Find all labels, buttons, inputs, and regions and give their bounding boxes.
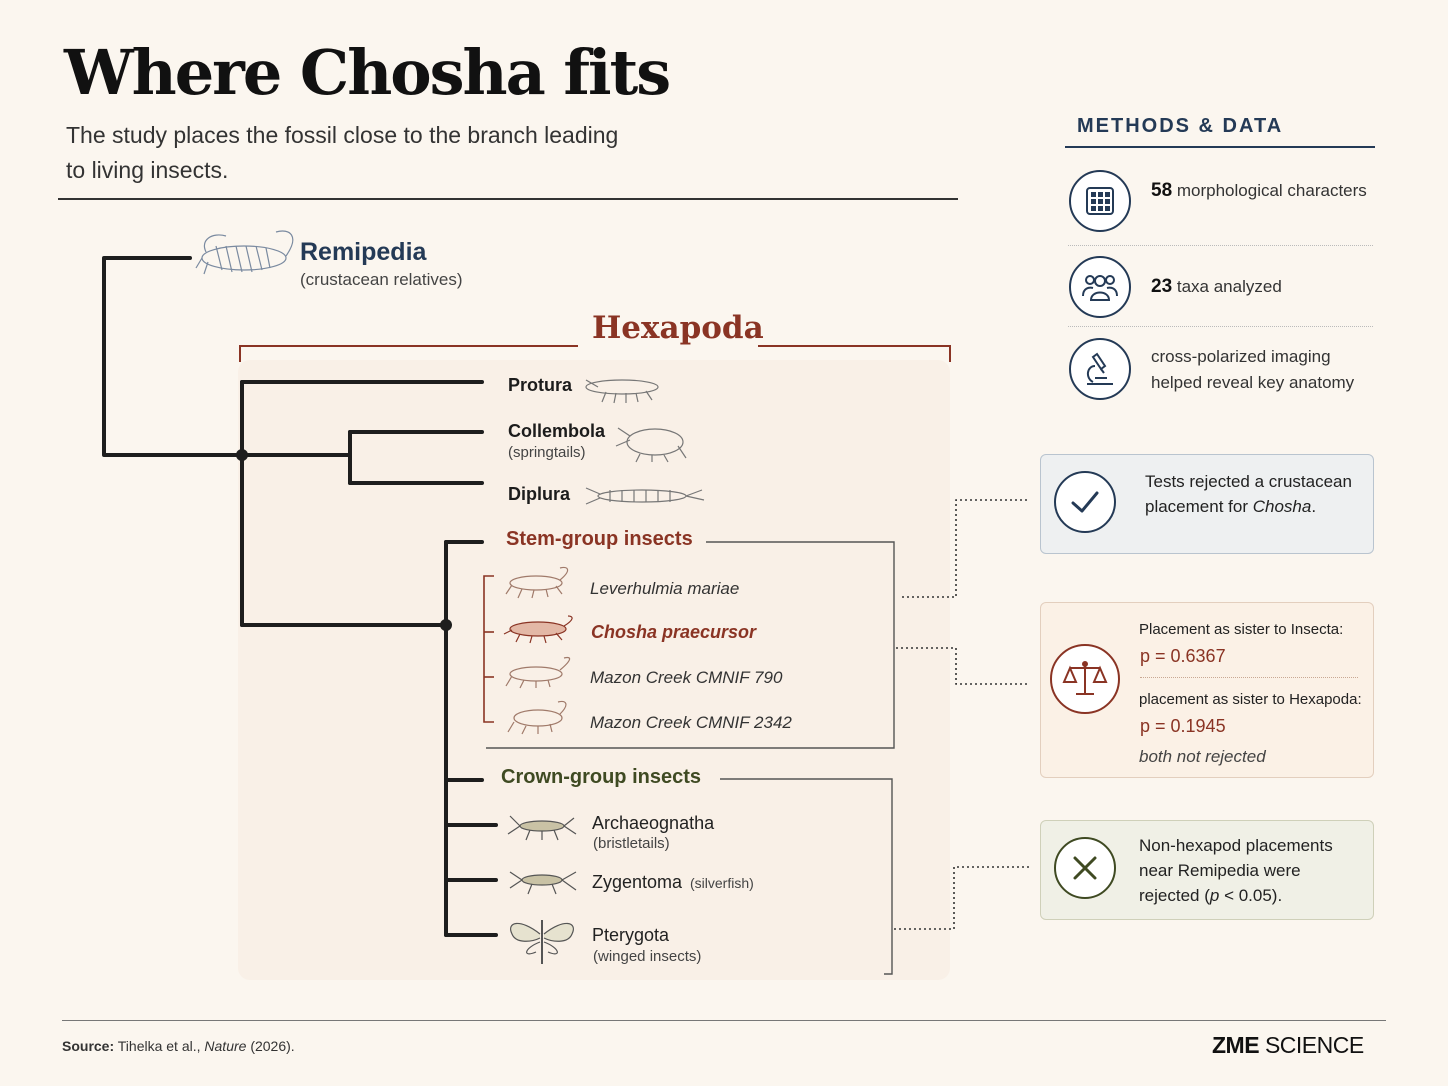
hexapoda-label: Hexapoda — [592, 310, 764, 346]
node-insecta — [440, 619, 452, 631]
result-nonhexapod-rejected: Non-hexapod placements near Remipedia we… — [1040, 820, 1374, 920]
nonhexapod-line1: Non-hexapod placements — [1139, 836, 1333, 855]
placement-separator — [1140, 677, 1358, 678]
methods-title: METHODS & DATA — [1077, 115, 1284, 137]
mazon-2342-illustration — [507, 700, 567, 735]
brand-bold: ZME — [1212, 1032, 1260, 1058]
taxon-collembola: Collembola — [508, 421, 606, 441]
microscope-icon — [1069, 338, 1131, 400]
source-citation: Source: Tihelka et al., Nature (2026). — [62, 1038, 295, 1054]
taxon-zygentoma-sublabel: (silverfish) — [690, 875, 754, 891]
page-title: Where Chosha fits — [64, 36, 671, 109]
nonhexapod-line3: rejected (p < 0.05). — [1139, 883, 1364, 908]
leverhulmia-illustration — [505, 566, 569, 599]
check-icon — [1054, 471, 1116, 533]
result-placement: Placement as sister to Insecta: p = 0.63… — [1040, 602, 1374, 778]
header-divider — [58, 198, 958, 200]
methods-separator — [1068, 245, 1373, 246]
taxon-collembola-sublabel: (springtails) — [508, 444, 586, 461]
scales-icon — [1050, 644, 1120, 714]
taxon-archaeognatha-sublabel: (bristletails) — [593, 835, 670, 852]
methods-item-taxa: 23 taxa analyzed — [1151, 274, 1282, 300]
fossil-leverhulmia: Leverhulmia mariae — [590, 579, 740, 598]
remipedia-label: Remipedia — [300, 238, 427, 266]
remipedia-sublabel: (crustacean relatives) — [300, 270, 463, 289]
methods-divider — [1065, 146, 1375, 148]
placement-note: both not rejected — [1139, 747, 1266, 766]
protura-illustration — [585, 379, 659, 404]
crown-group-outline — [720, 778, 893, 975]
source-authors: Tihelka et al., — [117, 1038, 205, 1054]
source-label: Source: — [62, 1038, 115, 1054]
brand-logo: ZME SCIENCE — [1212, 1032, 1364, 1059]
root-branch — [102, 256, 244, 457]
mazon-790-illustration — [505, 656, 571, 689]
taxon-pterygota-sublabel: (winged insects) — [593, 948, 702, 965]
taxon-pterygota: Pterygota — [592, 925, 670, 945]
remipedia-illustration — [195, 230, 294, 275]
stem-group-outline — [486, 541, 895, 749]
crustacean-rejected-text: Tests rejected a crustacean placement fo… — [1145, 469, 1355, 519]
crustacean-rejected-main: Tests rejected a crustacean placement fo… — [1145, 472, 1352, 516]
node-hexapoda — [236, 449, 248, 461]
crustacean-rejected-period: . — [1311, 497, 1317, 516]
taxon-protura: Protura — [508, 375, 573, 395]
fossil-mazon-790: Mazon Creek CMNIF 790 — [590, 668, 783, 687]
crown-group-label: Crown-group insects — [501, 766, 702, 788]
methods-item-imaging: cross-polarized imaging helped reveal ke… — [1151, 347, 1355, 392]
fossil-chosha: Chosha praecursor — [591, 622, 757, 642]
methods-item-characters: 58 morphological characters — [1151, 178, 1367, 204]
taxon-diplura: Diplura — [508, 484, 571, 504]
archaeognatha-illustration — [507, 815, 577, 841]
taxon-archaeognatha: Archaeognatha — [592, 813, 715, 833]
hexapoda-bracket-right — [758, 345, 951, 362]
fossil-mazon-2342: Mazon Creek CMNIF 2342 — [590, 713, 792, 732]
chosha-illustration — [503, 615, 573, 644]
crustacean-rejected-taxon: Chosha — [1252, 497, 1312, 516]
hexapoda-bracket-left — [239, 345, 578, 362]
nonhexapod-line2: near Remipedia were — [1139, 861, 1301, 880]
connector-scales — [896, 647, 1030, 685]
grid-icon — [1069, 170, 1131, 232]
diplura-illustration — [585, 487, 705, 505]
stem-fossil-bracket — [483, 575, 494, 723]
zygentoma-illustration — [509, 871, 577, 895]
methods-taxa-text: taxa analyzed — [1176, 277, 1282, 296]
tree-branches — [102, 256, 498, 937]
nonhexapod-rejected-text: Non-hexapod placements near Remipedia we… — [1139, 833, 1364, 908]
result-crustacean-rejected: Tests rejected a crustacean placement fo… — [1040, 454, 1374, 554]
methods-characters-text: morphological characters — [1176, 181, 1367, 200]
nonhexapod-line3-p: p — [1209, 886, 1220, 905]
source-journal: Nature — [204, 1038, 247, 1054]
hexapoda-panel — [238, 360, 950, 980]
nonhexapod-line3-a: rejected ( — [1139, 886, 1210, 905]
methods-characters-number: 58 — [1151, 180, 1173, 201]
people-icon — [1069, 256, 1131, 318]
brand-rest: SCIENCE — [1259, 1032, 1364, 1058]
footer-divider — [62, 1020, 1386, 1021]
connector-x — [894, 866, 1030, 930]
taxon-zygentoma: Zygentoma — [592, 872, 683, 892]
x-icon — [1054, 837, 1116, 899]
source-year: (2026). — [246, 1038, 295, 1054]
hexapoda-p-value: p = 0.1945 — [1140, 716, 1226, 736]
pterygota-illustration — [510, 920, 574, 964]
methods-separator — [1068, 326, 1373, 327]
result-connectors — [894, 499, 1030, 930]
connector-check — [902, 499, 1030, 598]
hexapoda-placement-label: placement as sister to Hexapoda: — [1139, 691, 1362, 708]
stem-group-label: Stem-group insects — [506, 528, 693, 550]
methods-taxa-number: 23 — [1151, 276, 1173, 297]
insecta-p-value: p = 0.6367 — [1140, 646, 1226, 666]
insecta-placement-label: Placement as sister to Insecta: — [1139, 621, 1344, 638]
page-subtitle: The study places the fossil close to the… — [66, 122, 619, 183]
nonhexapod-line3-b: < 0.05). — [1219, 886, 1283, 905]
collembola-illustration — [615, 427, 687, 463]
